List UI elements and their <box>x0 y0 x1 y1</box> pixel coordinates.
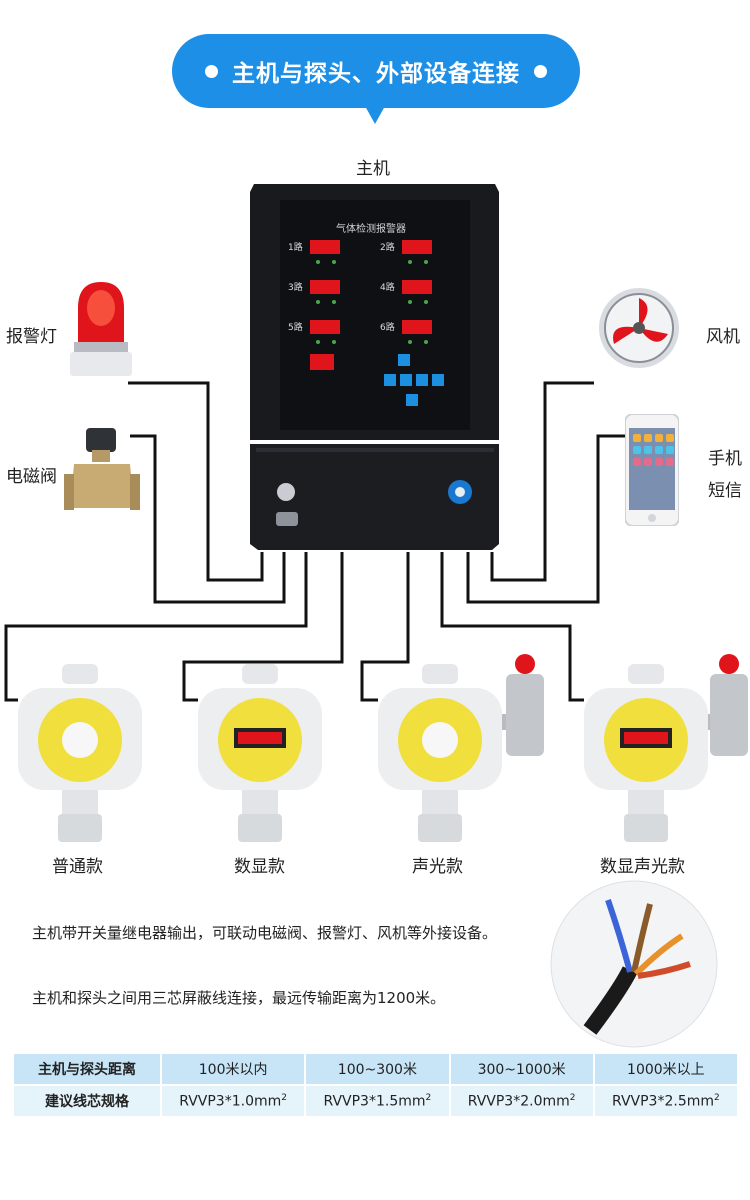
cable-image <box>550 880 718 1048</box>
row-header-spec: 建议线芯规格 <box>12 1084 162 1118</box>
bullet-dot-left <box>205 64 218 78</box>
wire-probe-4 <box>440 552 584 702</box>
phone-label-line1: 手机 <box>708 449 742 469</box>
alarm-light-label: 报警灯 <box>6 327 57 347</box>
spec-value: RVVP3*1.5mm <box>323 1093 426 1110</box>
wire-phone <box>466 434 628 604</box>
row-header-distance: 主机与探头距离 <box>12 1052 162 1086</box>
spec-unit-superscript: 2 <box>569 1092 576 1103</box>
wire-alarm-light <box>128 381 264 582</box>
cable-spec-table: 主机与探头距离 100米以内 100~300米 300~1000米 1000米以… <box>12 1052 740 1118</box>
wire-fan <box>490 381 594 582</box>
probe-digital-sound-light-image <box>584 654 750 844</box>
probe-label-sound-light: 声光款 <box>412 857 463 877</box>
spec-cell: RVVP3*2.0mm2 <box>448 1084 595 1118</box>
description-relay-output: 主机带开关量继电器输出，可联动电磁阀、报警灯、风机等外接设备。 <box>32 924 498 942</box>
probe-label-digital-sound-light: 数显声光款 <box>600 857 685 877</box>
distance-cell: 100米以内 <box>159 1052 307 1086</box>
phone-image <box>624 413 680 527</box>
wire-probe-1 <box>4 552 308 702</box>
spec-cell: RVVP3*2.5mm2 <box>592 1084 740 1118</box>
spec-value: RVVP3*2.0mm <box>467 1093 570 1110</box>
spec-value: RVVP3*2.5mm <box>612 1093 715 1110</box>
bullet-dot-right <box>534 64 547 78</box>
table-row: 主机与探头距离 100米以内 100~300米 300~1000米 1000米以… <box>12 1052 740 1086</box>
spec-unit-superscript: 2 <box>281 1092 287 1103</box>
fan-label: 风机 <box>706 327 740 347</box>
wire-solenoid-valve <box>130 434 286 604</box>
spec-unit-superscript: 2 <box>714 1092 720 1103</box>
controller-unit <box>248 182 501 552</box>
page-title: 主机与探头、外部设备连接 <box>232 61 520 87</box>
table-row: 建议线芯规格 RVVP3*1.0mm2 RVVP3*1.5mm2 RVVP3*2… <box>12 1084 740 1118</box>
solenoid-valve-label: 电磁阀 <box>6 467 57 487</box>
probe-standard-image <box>18 664 142 844</box>
spec-cell: RVVP3*1.5mm2 <box>304 1084 451 1118</box>
fan-image <box>598 282 680 376</box>
distance-cell: 300~1000米 <box>448 1052 595 1086</box>
description-cable: 主机和探头之间用三芯屏蔽线连接，最远传输距离为1200米。 <box>32 989 446 1007</box>
alarm-light-image <box>70 278 132 380</box>
spec-value: RVVP3*1.0mm <box>179 1093 282 1110</box>
probe-label-standard: 普通款 <box>52 857 103 877</box>
spec-cell: RVVP3*1.0mm2 <box>159 1084 307 1118</box>
probe-sound-light-image <box>378 654 548 844</box>
controller-label: 主机 <box>356 159 390 179</box>
wire-probe-3 <box>360 552 410 702</box>
probe-label-digital: 数显款 <box>234 857 285 877</box>
spec-unit-superscript: 2 <box>425 1092 432 1103</box>
distance-cell: 1000米以上 <box>592 1052 740 1086</box>
probe-digital-image <box>198 664 322 844</box>
solenoid-valve-image <box>64 424 140 518</box>
wire-probe-2 <box>182 552 344 702</box>
phone-label-line2: 短信 <box>708 481 742 501</box>
panel-title: 气体检测报警器 <box>336 224 406 235</box>
distance-cell: 100~300米 <box>304 1052 451 1086</box>
title-banner: 主机与探头、外部设备连接 <box>172 34 580 108</box>
title-pointer <box>365 106 385 124</box>
